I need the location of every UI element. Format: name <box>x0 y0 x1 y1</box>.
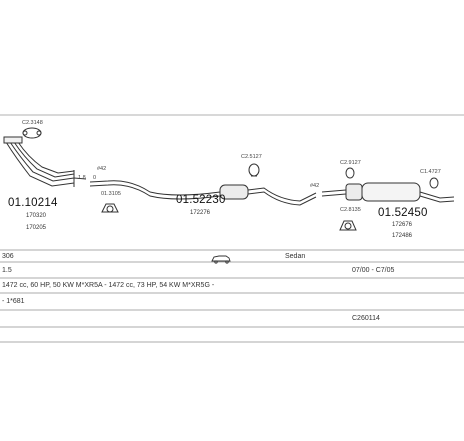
front-flange-gasket-icon <box>22 127 42 139</box>
part-ref-front-pipe-1: 170320 <box>26 213 47 219</box>
part-ref-rear-silencer-2: 172486 <box>392 233 413 239</box>
catalog-reference: C260114 <box>352 315 380 322</box>
clamp-icon <box>248 163 260 177</box>
accessory-left-rear: C2.9127 <box>340 160 361 166</box>
middle-pipe-drawing <box>89 180 317 206</box>
vehicle-specs: 1472 cc, 60 HP, 50 KW M*XR5A - 1472 cc, … <box>2 282 215 289</box>
vehicle-body: Sedan <box>285 253 306 260</box>
rear-clamp-icon <box>345 167 439 189</box>
accessory-42-right: #42 <box>310 183 320 189</box>
vehicle-code: - 1*681 <box>2 298 25 305</box>
accessory-right-rear: C1.4727 <box>420 169 441 175</box>
fitting-mark-1: 1.8 <box>78 175 86 181</box>
part-ref-middle-pipe: 172276 <box>190 210 211 216</box>
part-number-front-pipe: 01.10214 <box>8 197 58 209</box>
vehicle-years: 07/00 - C7/05 <box>352 267 395 274</box>
accessory-42-left: #42 <box>97 166 107 172</box>
vehicle-engine: 1.5 <box>2 267 12 274</box>
accessory-rear-bottom: C2.8135 <box>340 207 361 213</box>
accessory-ring-mid: 01.3105 <box>101 191 121 197</box>
bracket-icon <box>101 203 119 213</box>
accessory-top-left: C2.3148 <box>22 120 43 126</box>
vehicle-model: 306 <box>2 253 14 260</box>
rear-bracket-icon <box>339 220 357 231</box>
car-icon <box>211 255 231 264</box>
info-table-lines <box>0 249 464 343</box>
fitting-mark-2: 0 <box>93 175 97 181</box>
front-pipe-drawing <box>3 136 87 187</box>
part-ref-front-pipe-2: 170205 <box>26 225 47 231</box>
part-number-middle-pipe: 01.52230 <box>176 194 226 206</box>
accessory-clamp-mid: C2.5127 <box>241 154 262 160</box>
rear-silencer-drawing <box>321 182 455 203</box>
part-ref-rear-silencer-1: 172676 <box>392 222 413 228</box>
part-number-rear-silencer: 01.52450 <box>378 207 428 219</box>
